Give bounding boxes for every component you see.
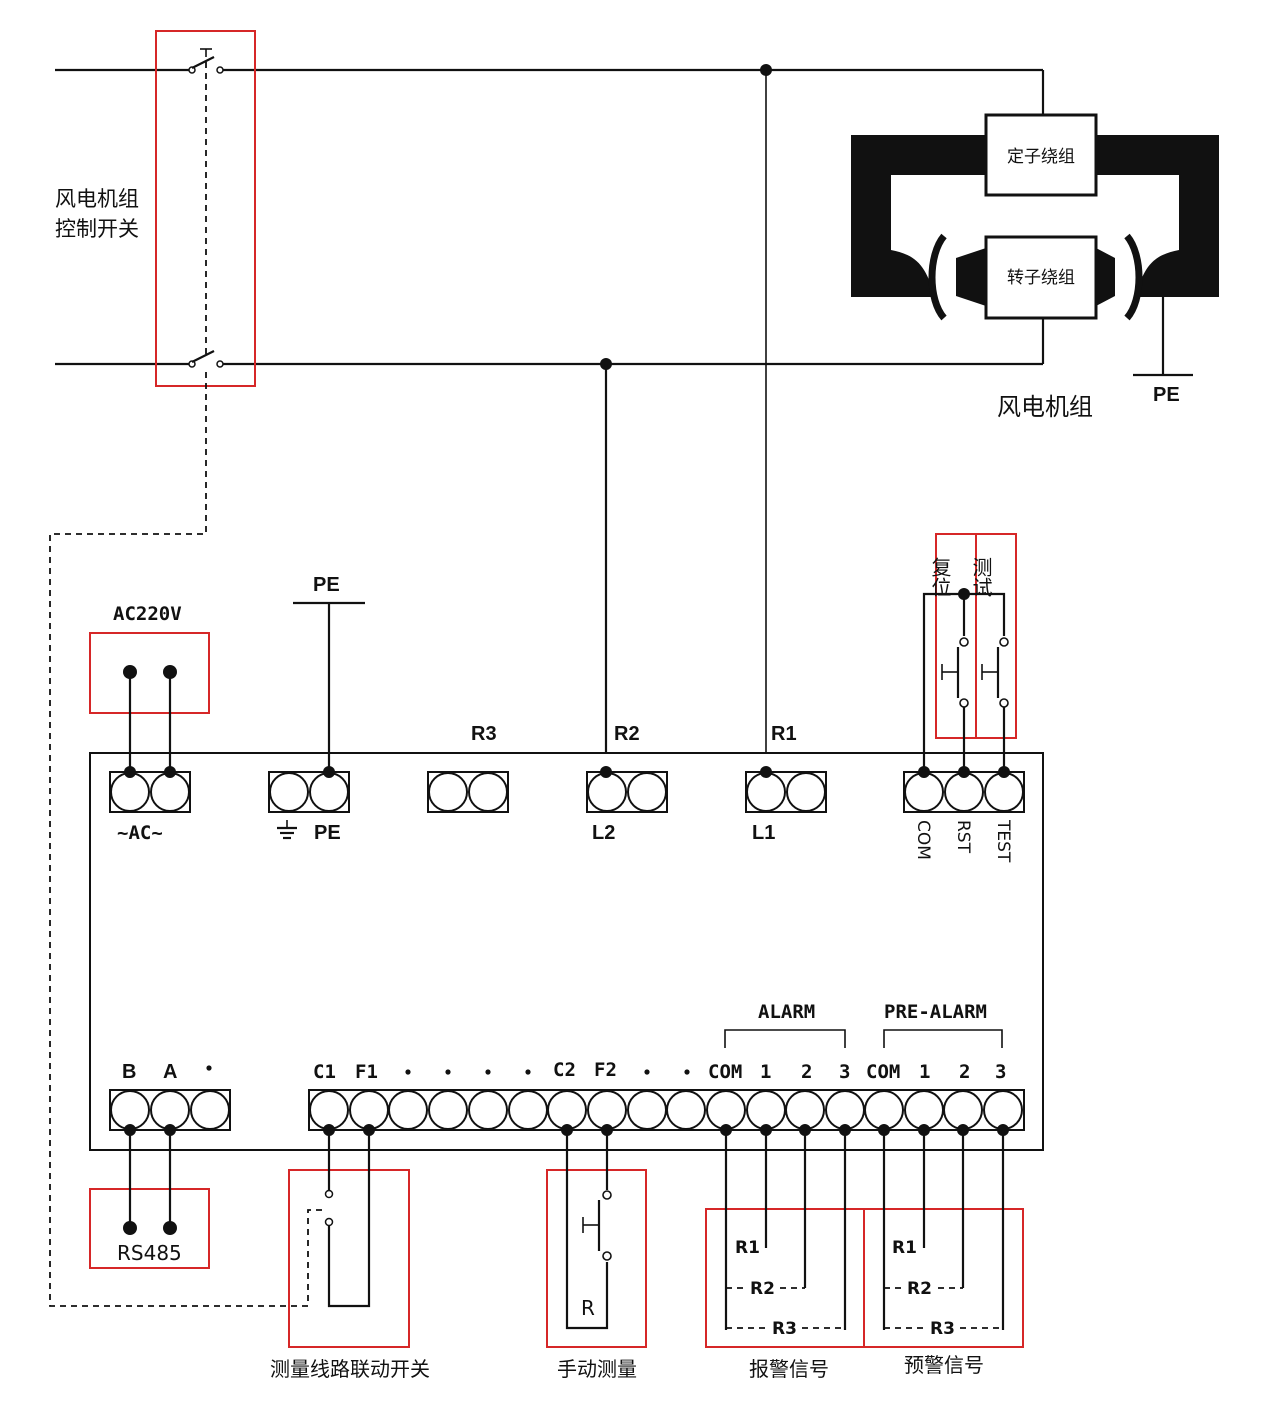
b-label: B [122, 1061, 136, 1083]
generator-pe-label: PE [1153, 384, 1180, 406]
ac220v-label: AC220V [113, 603, 182, 625]
test-label: 测试 [969, 557, 993, 597]
test-box [975, 533, 1017, 739]
power-lines [55, 64, 1045, 772]
linkage-switch-caption: 测量线路联动开关 [270, 1357, 430, 1381]
linkage-switch-box [288, 1169, 410, 1348]
manual-r-label: R [581, 1296, 595, 1320]
r1-top-label: R1 [771, 723, 797, 745]
pe-top-label: PE [313, 574, 340, 596]
prealarm-1-label: 1 [919, 1061, 930, 1083]
prealarm-relay-wiring [882, 1130, 1005, 1330]
ac-terminal-label: ~AC~ [117, 822, 163, 844]
alarm-com-label: COM [708, 1061, 742, 1083]
control-switch-contacts [188, 48, 224, 368]
l1-terminal-label: L1 [752, 822, 775, 844]
alarm-2-label: 2 [801, 1061, 812, 1083]
alarm-bracket [724, 1029, 846, 1048]
alarm-label: ALARM [758, 1001, 815, 1023]
svg-text:测试: 测试 [969, 557, 993, 597]
reset-label: 复位 [928, 557, 952, 597]
rs485-box [89, 1188, 210, 1269]
prealarm-2-label: 2 [959, 1061, 970, 1083]
test-terminal-label: TEST [993, 819, 1013, 863]
manual-measure-box [546, 1169, 647, 1348]
rs485-label: RS485 [117, 1241, 182, 1265]
l2-terminal-label: L2 [592, 822, 615, 844]
com-terminal-label: COM [913, 820, 933, 860]
f1-label: F1 [355, 1061, 378, 1083]
prealarm-label: PRE-ALARM [884, 1001, 987, 1023]
prealarm-r1-label: R1 [892, 1238, 917, 1258]
alarm-signal-caption: 报警信号 [749, 1357, 829, 1381]
stator-winding-label: 定子绕组 [1007, 147, 1075, 167]
alarm-r1-label: R1 [735, 1238, 760, 1258]
control-switch-label-2: 控制开关 [55, 217, 139, 241]
generator-symbol [851, 113, 1219, 377]
f2-label: F2 [594, 1059, 617, 1081]
alarm-r3-label: R3 [772, 1319, 797, 1339]
ground-icon [277, 820, 297, 840]
rotor-winding-label: 转子绕组 [1007, 268, 1075, 288]
linkage-switch-contact [324, 1130, 371, 1308]
c1-label: C1 [313, 1061, 336, 1083]
prealarm-3-label: 3 [995, 1061, 1006, 1083]
pe-terminal-label: PE [314, 822, 341, 844]
svg-text:复位: 复位 [928, 557, 952, 597]
rst-terminal-label: RST [953, 820, 973, 854]
c2-label: C2 [553, 1059, 576, 1081]
r2-top-label: R2 [614, 723, 640, 745]
prealarm-r3-label: R3 [930, 1319, 955, 1339]
manual-measure-caption: 手动测量 [557, 1357, 637, 1381]
alarm-1-label: 1 [760, 1061, 771, 1083]
bottom-terminal-blocks [109, 1089, 1025, 1136]
device-module-box [89, 752, 1044, 1151]
prealarm-signal-box [863, 1208, 1024, 1348]
prealarm-com-label: COM [866, 1061, 900, 1083]
manual-measure-circuit [565, 1130, 612, 1330]
unlabeled-terminal-dots [206, 1065, 690, 1075]
reset-test-pushbuttons [922, 588, 1009, 772]
linkage-dashed-line [49, 372, 326, 1307]
alarm-relay-wiring [724, 1130, 847, 1330]
alarm-3-label: 3 [839, 1061, 850, 1083]
prealarm-r2-label: R2 [907, 1279, 932, 1299]
a-label: A [163, 1061, 177, 1083]
ac220v-box [89, 632, 210, 714]
alarm-r2-label: R2 [750, 1279, 775, 1299]
r3-top-label: R3 [471, 723, 497, 745]
generator-label: 风电机组 [997, 393, 1093, 421]
prealarm-bracket [883, 1029, 1003, 1048]
control-switch-label-1: 风电机组 [55, 187, 139, 211]
prealarm-signal-caption: 预警信号 [904, 1353, 984, 1377]
